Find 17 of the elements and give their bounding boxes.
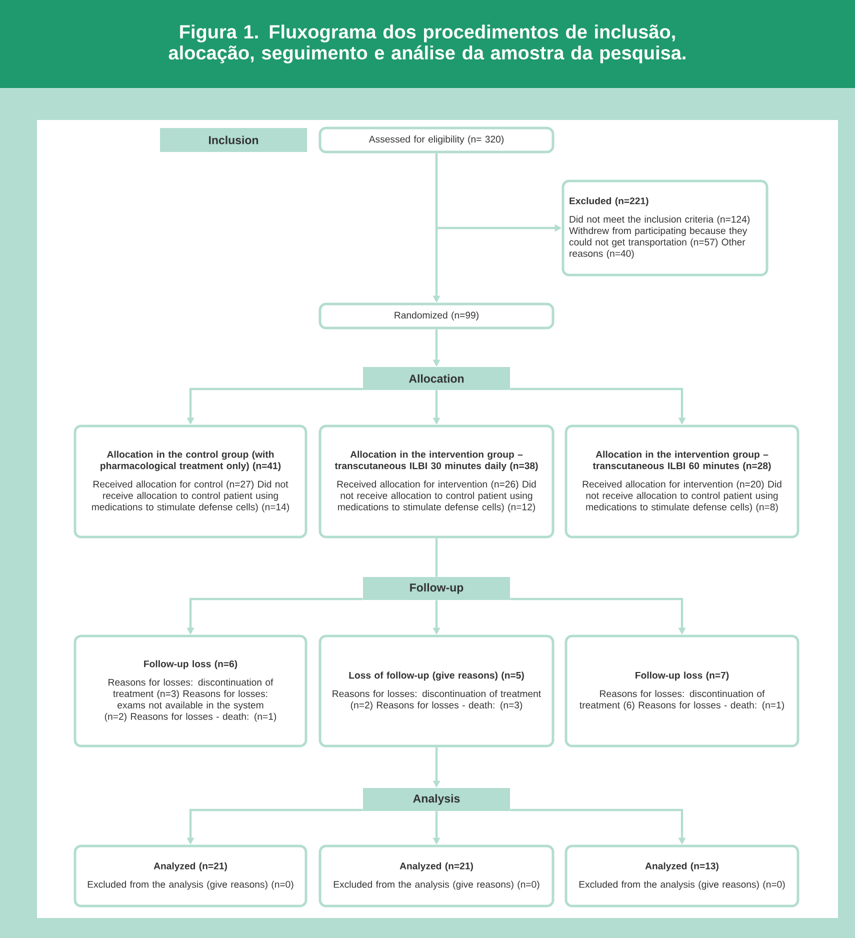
- process-box: Excluded (n=221) Did not meet the inclusion criteria (n=124) Withdrew from participating because they could not get transportation (n=57) Other reasons (n=40): [562, 180, 768, 276]
- stage-band: Follow-up: [363, 577, 510, 600]
- stage-band: Analysis: [363, 788, 510, 811]
- process-box: Analyzed (n=21) Excluded from the analysis (give reasons) (n=0): [74, 844, 308, 908]
- title-banner: Figura 1. Fluxograma dos procedimentos de inclusão, alocação, seguimento e análise da amostra da pesquisa.: [0, 0, 855, 88]
- process-box: Loss of follow-up (give reasons) (n=5) Reasons for losses: discontinuation of treatment (n=2) Reasons for losses - death: (n=3): [318, 634, 554, 748]
- process-box: Assessed for eligibility (n= 320): [318, 126, 554, 154]
- process-box: Allocation in the intervention group – transcutaneous ILBI 60 minutes (n=28) Received allocation for intervention (n=20) Did not receive allocation to control patient using medications to stimulate defense cells) (n=8): [564, 424, 800, 538]
- stage-band: Inclusion: [160, 128, 307, 152]
- process-box: Randomized (n=99): [318, 302, 554, 330]
- process-box: Follow-up loss (n=7) Reasons for losses: discontinuation of treatment (6) Reasons for losses - death: (n=1): [564, 634, 800, 748]
- process-box: Allocation in the intervention group – transcutaneous ILBI 30 minutes daily (n=38) Received allocation for intervention (n=26) Did not receive allocation to control patient using medications to stimulate defense cells) (n=12): [318, 424, 554, 538]
- process-box: Allocation in the control group (with pharmacological treatment only) (n=41) Received allocation for control (n=27) Did not receive allocation to control patient using medications to stimulate defense cells) (n=14): [74, 424, 308, 538]
- process-box: Analyzed (n=13) Excluded from the analysis (give reasons) (n=0): [564, 844, 800, 908]
- stage-band: Allocation: [363, 367, 510, 390]
- process-box: Analyzed (n=21) Excluded from the analysis (give reasons) (n=0): [318, 844, 554, 908]
- process-box: Follow-up loss (n=6) Reasons for losses: discontinuation of treatment (n=3) Reasons for losses: exams not available in the system (n=2) Reasons for losses - death: (n=1): [74, 634, 308, 748]
